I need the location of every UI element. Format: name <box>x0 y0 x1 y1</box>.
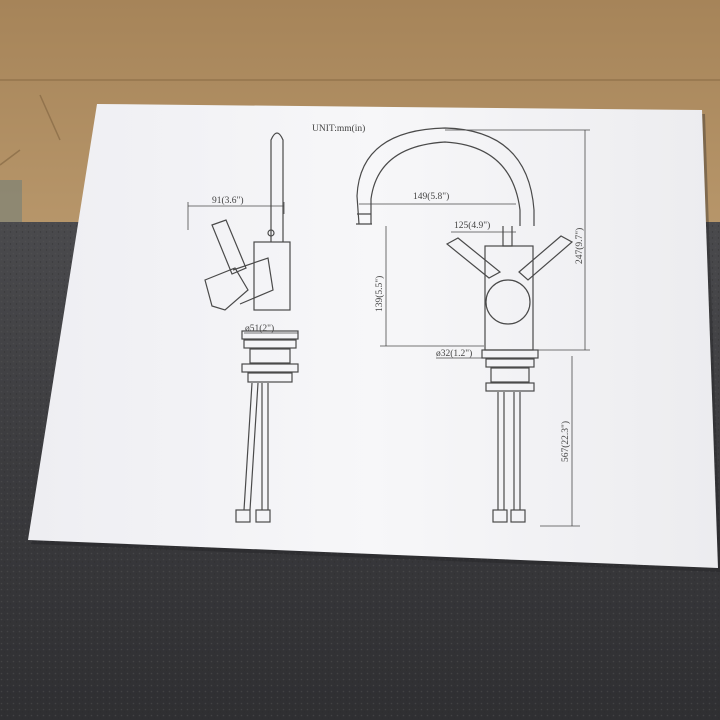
unit-label: UNIT:mm(in) <box>312 123 365 134</box>
dim-front-reach: 149(5.8") <box>413 191 449 202</box>
paper-sheet <box>28 104 720 572</box>
dim-front-hose-length: 567(22.3") <box>560 421 571 462</box>
dim-side-base-diameter: ø51(2") <box>245 323 274 334</box>
dim-front-handle-width: 125(4.9") <box>454 220 490 231</box>
dim-front-spout-height: 139(5.5") <box>374 276 385 312</box>
dim-front-base-diameter: ø32(1.2") <box>436 348 472 359</box>
dim-front-total-height: 247(9.7") <box>574 228 585 264</box>
side-view-faucet <box>187 132 299 523</box>
technical-drawing: UNIT:mm(in) <box>187 123 590 527</box>
dim-side-width: 91(3.6") <box>212 195 244 206</box>
front-view-faucet <box>356 127 590 527</box>
